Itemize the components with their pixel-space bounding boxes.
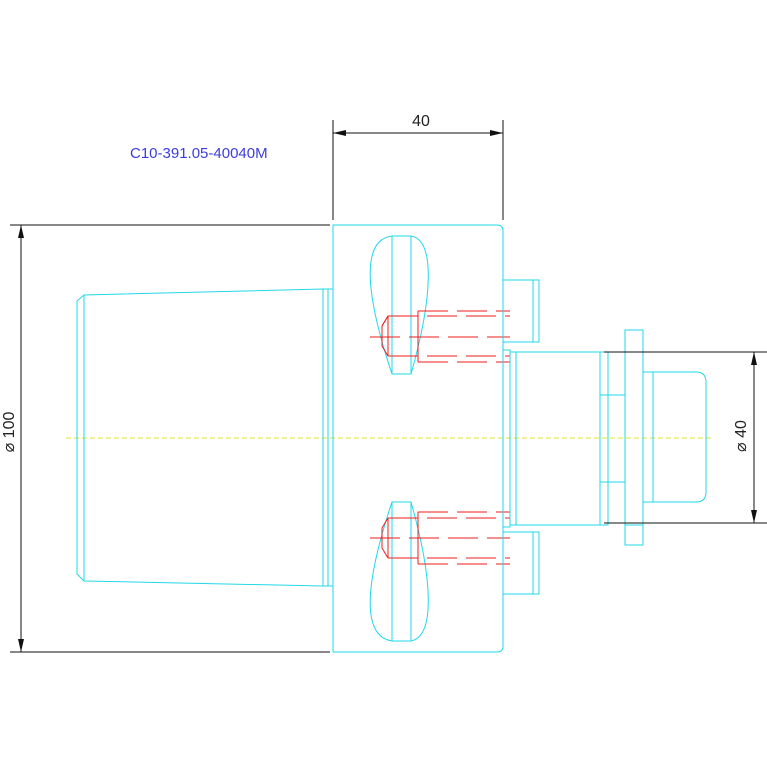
right-diameter-label: ⌀ 40 (733, 420, 750, 452)
lower-side-block (502, 531, 540, 595)
main-body (332, 224, 504, 653)
spigot (642, 371, 707, 503)
neck (502, 349, 625, 528)
shank (76, 288, 333, 587)
part-number-label: C10-391.05-40040M (130, 145, 268, 162)
top-width-label: 40 (412, 113, 430, 130)
left-diameter-label: ⌀ 100 (1, 412, 18, 453)
right-diameter-dimension: ⌀ 40 (604, 351, 767, 524)
lower-screw-hidden (370, 511, 510, 565)
upper-screw-hidden (370, 310, 510, 363)
left-diameter-dimension: ⌀ 100 (1, 224, 330, 653)
lower-clamp (369, 501, 429, 642)
top-width-dimension: 40 (332, 113, 504, 220)
upper-side-block (502, 279, 540, 343)
upper-clamp (369, 235, 429, 375)
